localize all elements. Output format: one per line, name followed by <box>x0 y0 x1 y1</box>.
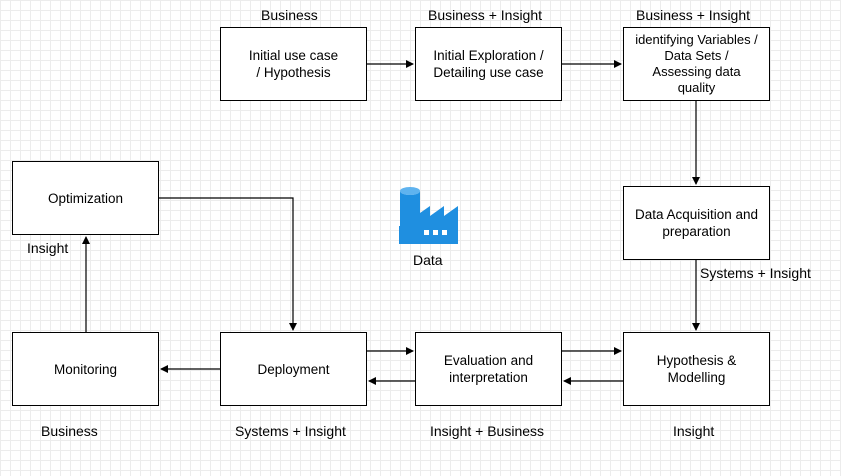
label-deployment: Systems + Insight <box>235 423 346 439</box>
data-factory-icon <box>399 187 458 244</box>
label-initial-use-case: Business <box>261 7 318 23</box>
label-evaluation: Insight + Business <box>430 423 545 439</box>
node-data-acquisition-label: Data Acquisition and preparation <box>634 207 759 239</box>
node-initial-use-case-label: Initial use case / Hypothesis <box>248 48 339 80</box>
label-optimization: Insight <box>27 240 69 256</box>
node-deployment[interactable]: Deployment <box>220 332 367 406</box>
label-data-acquisition: Systems + Insight <box>700 265 811 281</box>
node-optimization[interactable]: Optimization <box>12 161 159 235</box>
node-initial-exploration[interactable]: Initial Exploration / Detailing use case <box>415 27 562 101</box>
label-hypothesis-modelling: Insight <box>673 423 715 439</box>
edge-optimization-to-deployment <box>159 197 297 331</box>
node-data-acquisition[interactable]: Data Acquisition and preparation <box>623 186 770 260</box>
node-hypothesis-modelling[interactable]: Hypothesis & Modelling <box>623 332 770 406</box>
node-initial-exploration-label: Initial Exploration / Detailing use case <box>433 48 544 80</box>
label-identifying-variables: Business + Insight <box>636 7 751 23</box>
label-monitoring: Business <box>41 423 98 439</box>
node-identifying-variables-label: identifying Variables / Data Sets / Asse… <box>635 32 758 95</box>
node-evaluation[interactable]: Evaluation and interpretation <box>415 332 562 406</box>
node-hypothesis-modelling-label: Hypothesis & Modelling <box>656 353 737 385</box>
node-deployment-label: Deployment <box>257 361 330 377</box>
node-identifying-variables[interactable]: identifying Variables / Data Sets / Asse… <box>623 27 770 101</box>
node-initial-use-case[interactable]: Initial use case / Hypothesis <box>220 27 367 101</box>
node-monitoring[interactable]: Monitoring <box>12 332 159 406</box>
node-optimization-label: Optimization <box>47 190 124 206</box>
label-initial-exploration: Business + Insight <box>428 7 543 23</box>
data-label: Data <box>413 252 443 268</box>
node-evaluation-label: Evaluation and interpretation <box>443 353 534 385</box>
node-monitoring-label: Monitoring <box>53 361 118 377</box>
